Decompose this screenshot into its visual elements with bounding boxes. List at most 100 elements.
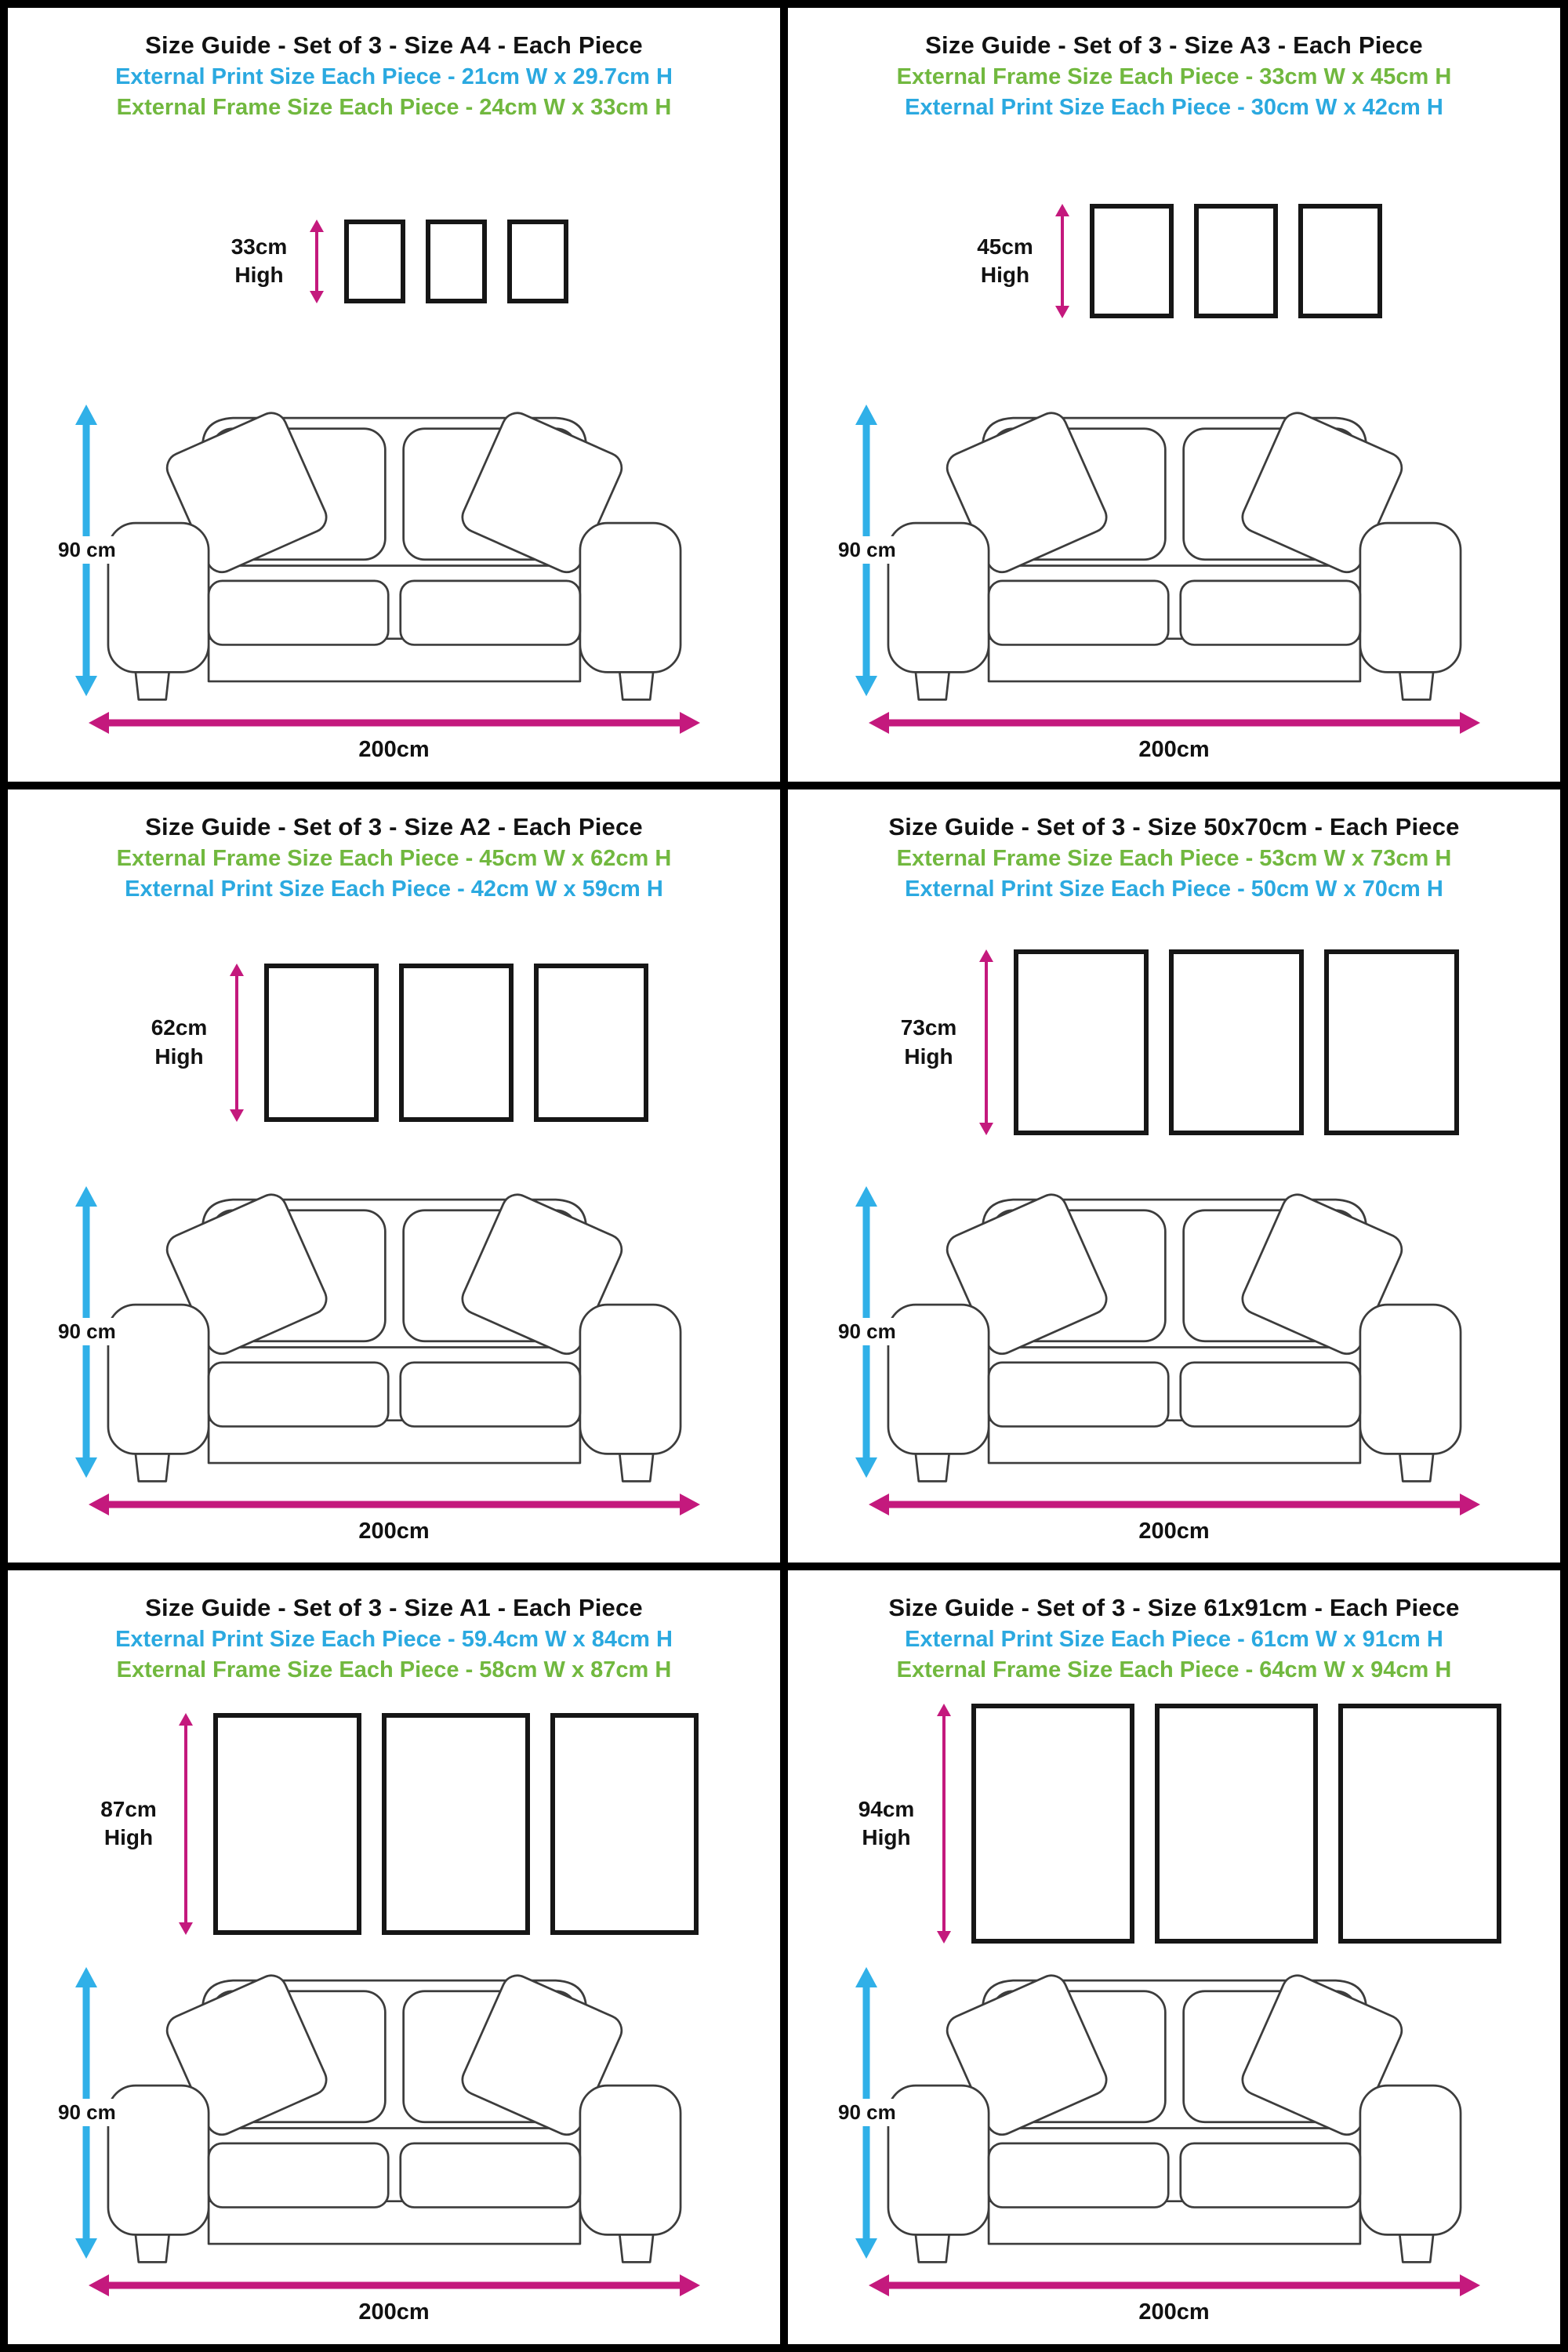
size-guide-panel: Size Guide - Set of 3 - Size 50x70cm - E… [788, 789, 1560, 1563]
frame-height-arrow [179, 1712, 193, 1935]
sofa-diagram: 90 cm [788, 394, 1560, 709]
sofa-height-label: 90 cm [55, 536, 119, 564]
sofa-width-dimension: 200cm [788, 1493, 1560, 1556]
sofa-width-dimension: 200cm [8, 1493, 780, 1556]
picture-frame [1154, 1704, 1318, 1944]
frame-height-arrow [978, 949, 993, 1136]
size-guide-panel: Size Guide - Set of 3 - Size A1 - Each P… [8, 1570, 780, 2344]
sofa-width-label: 200cm [358, 1518, 430, 1544]
sofa-width-arrow [88, 1493, 700, 1515]
size-guide-panel: Size Guide - Set of 3 - Size A2 - Each P… [8, 789, 780, 1563]
sofa-height-label: 90 cm [835, 2099, 899, 2127]
panel-title: Size Guide - Set of 3 - Size A2 - Each P… [145, 812, 643, 840]
sofa-illustration [853, 1177, 1496, 1490]
panel-title: Size Guide - Set of 3 - Size 61x91cm - E… [888, 1594, 1460, 1622]
picture-frame [1298, 204, 1382, 318]
picture-frame [1013, 949, 1149, 1136]
size-guide-panel: Size Guide - Set of 3 - Size A3 - Each P… [788, 8, 1560, 782]
frames-row [971, 1704, 1501, 1944]
sofa-width-arrow [868, 712, 1480, 734]
frames-row [1090, 204, 1382, 318]
frame-height-label: 33cm High [230, 234, 288, 287]
picture-frame [1168, 949, 1304, 1136]
frames-diagram: 94cm High [788, 1694, 1560, 1953]
panel-subtitle-line-1: External Print Size Each Piece - 61cm W … [905, 1627, 1443, 1653]
sofa-width-dimension: 200cm [788, 2274, 1560, 2337]
sofa-illustration [853, 1958, 1496, 2271]
frames-diagram: 33cm High [8, 132, 780, 390]
size-guide-panel: Size Guide - Set of 3 - Size A4 - Each P… [8, 8, 780, 782]
panel-subtitle-line-2: External Frame Size Each Piece - 64cm W … [896, 1657, 1452, 1683]
size-guide-panel: Size Guide - Set of 3 - Size 61x91cm - E… [788, 1570, 1560, 2344]
panel-title: Size Guide - Set of 3 - Size A3 - Each P… [925, 31, 1423, 59]
sofa-height-label: 90 cm [55, 2099, 119, 2127]
panel-subtitle-line-2: External Print Size Each Piece - 42cm W … [125, 876, 663, 902]
picture-frame [1090, 204, 1174, 318]
panel-subtitle-line-2: External Frame Size Each Piece - 24cm W … [116, 95, 672, 120]
frame-height-arrow [229, 963, 244, 1122]
frames-row [263, 963, 648, 1122]
picture-frame [382, 1712, 530, 1935]
picture-frame [213, 1712, 361, 1935]
sofa-width-arrow [88, 712, 700, 734]
frame-height-label: 62cm High [151, 1015, 208, 1069]
sofa-diagram: 90 cm [788, 1175, 1560, 1490]
panel-title: Size Guide - Set of 3 - Size A1 - Each P… [145, 1594, 643, 1622]
sofa-height-label: 90 cm [55, 1317, 119, 1345]
picture-frame [425, 219, 487, 303]
picture-frame [971, 1704, 1134, 1944]
frames-row [343, 219, 568, 303]
picture-frame [506, 219, 568, 303]
picture-frame [263, 963, 379, 1122]
panel-subtitle-line-1: External Frame Size Each Piece - 45cm W … [116, 845, 672, 871]
frames-row [1013, 949, 1459, 1136]
frame-height-label: 87cm High [100, 1796, 157, 1850]
frames-row [213, 1712, 699, 1935]
picture-frame [1338, 1704, 1501, 1944]
panel-subtitle-line-1: External Frame Size Each Piece - 53cm W … [896, 845, 1452, 871]
sofa-width-dimension: 200cm [8, 712, 780, 775]
sofa-diagram: 90 cm [8, 1175, 780, 1490]
sofa-width-dimension: 200cm [788, 712, 1560, 775]
frame-height-arrow [309, 219, 324, 303]
sofa-width-label: 200cm [358, 737, 430, 762]
sofa-width-arrow [868, 2274, 1480, 2297]
frames-diagram: 62cm High [8, 913, 780, 1172]
sofa-diagram: 90 cm [8, 1956, 780, 2271]
picture-frame [1194, 204, 1278, 318]
sofa-diagram: 90 cm [788, 1956, 1560, 2271]
panel-subtitle-line-2: External Print Size Each Piece - 50cm W … [905, 876, 1443, 902]
frames-diagram: 73cm High [788, 913, 1560, 1172]
panel-subtitle-line-2: External Print Size Each Piece - 30cm W … [905, 95, 1443, 120]
frame-height-label: 45cm High [977, 234, 1033, 287]
sofa-width-label: 200cm [1138, 737, 1210, 762]
sofa-height-label: 90 cm [835, 536, 899, 564]
frames-diagram: 45cm High [788, 132, 1560, 390]
panel-subtitle-line-1: External Print Size Each Piece - 59.4cm … [115, 1627, 673, 1653]
panel-subtitle-line-1: External Print Size Each Piece - 21cm W … [115, 64, 673, 89]
frames-diagram: 87cm High [8, 1694, 780, 1953]
picture-frame [343, 219, 405, 303]
sofa-illustration [73, 1177, 716, 1490]
sofa-diagram: 90 cm [8, 394, 780, 709]
sofa-illustration [853, 395, 1496, 709]
frame-height-arrow [1055, 204, 1069, 318]
sofa-width-label: 200cm [1138, 1518, 1210, 1544]
sofa-illustration [73, 1958, 716, 2271]
picture-frame [550, 1712, 699, 1935]
sofa-width-arrow [868, 1493, 1480, 1515]
sofa-width-arrow [88, 2274, 700, 2297]
panel-title: Size Guide - Set of 3 - Size A4 - Each P… [145, 31, 643, 59]
picture-frame [533, 963, 648, 1122]
panel-title: Size Guide - Set of 3 - Size 50x70cm - E… [888, 812, 1460, 840]
sofa-width-dimension: 200cm [8, 2274, 780, 2337]
picture-frame [1323, 949, 1459, 1136]
panel-subtitle-line-2: External Frame Size Each Piece - 58cm W … [116, 1657, 672, 1683]
frame-height-arrow [936, 1704, 951, 1944]
sofa-width-label: 200cm [358, 2299, 430, 2325]
sofa-width-label: 200cm [1138, 2299, 1210, 2325]
panel-subtitle-line-1: External Frame Size Each Piece - 33cm W … [896, 64, 1452, 89]
picture-frame [398, 963, 514, 1122]
